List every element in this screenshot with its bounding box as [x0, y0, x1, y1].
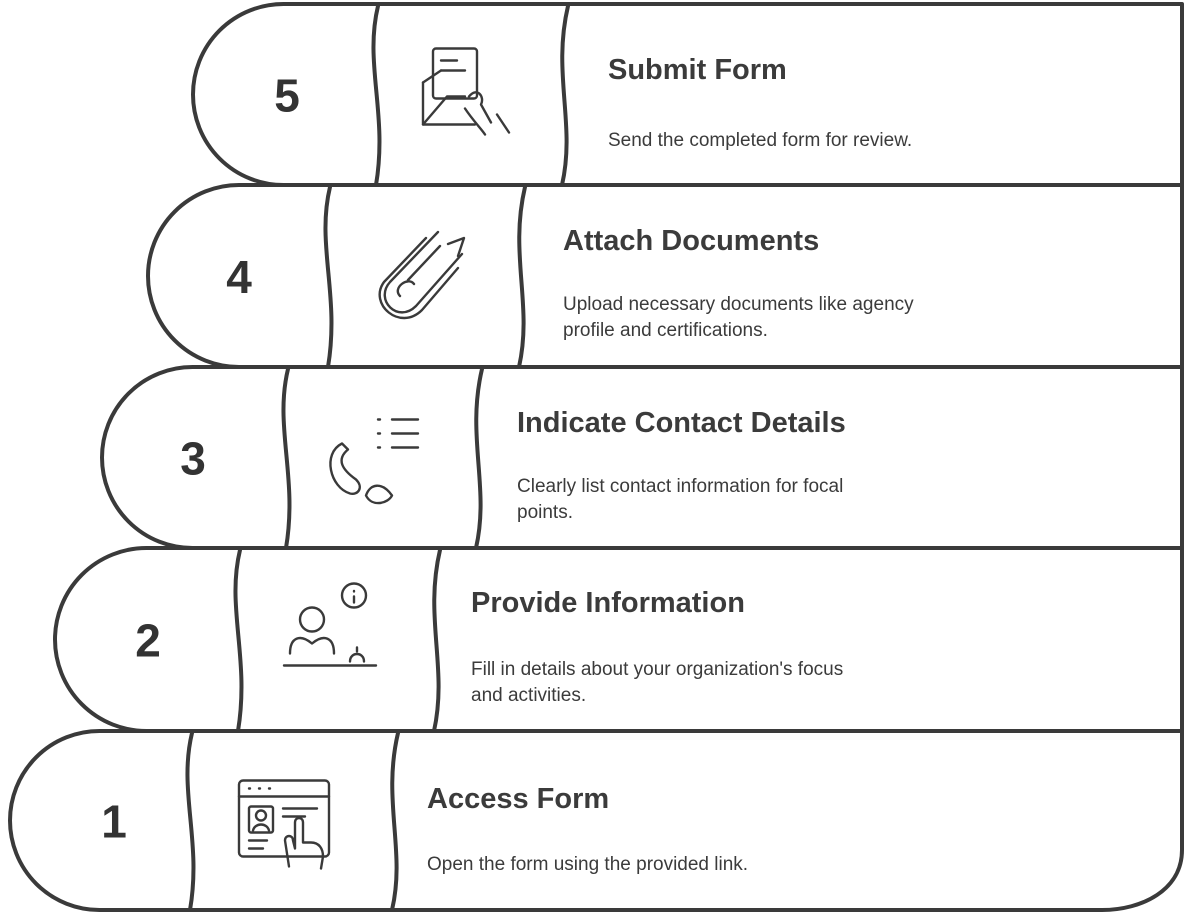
step-description-line: Send the completed form for review.	[608, 130, 912, 151]
browser-profile-click-icon	[237, 779, 331, 870]
step-description-line: Fill in details about your organization'…	[471, 659, 843, 680]
step-title: Submit Form	[608, 54, 787, 86]
step-band-edge	[185, 731, 400, 912]
step-band-edge	[233, 548, 442, 733]
step-title: Indicate Contact Details	[517, 407, 846, 439]
step-number: 2	[135, 615, 161, 667]
step-number: 4	[226, 251, 252, 303]
step-title: Access Form	[427, 783, 609, 815]
step-number: 5	[274, 70, 300, 122]
step-band-edge	[323, 185, 527, 369]
step-row-outline	[8, 729, 1184, 912]
step-row-outline	[191, 2, 1184, 187]
step-row-outline	[53, 546, 1184, 733]
paperclip-icon	[378, 230, 466, 320]
step-number: 1	[101, 796, 127, 848]
step-title: Provide Information	[471, 587, 745, 619]
step-description-line: points.	[517, 502, 573, 523]
person-info-desk-icon	[282, 582, 378, 667]
hand-envelope-icon	[421, 47, 511, 136]
step-description-line: and activities.	[471, 685, 586, 706]
step-description-line: Upload necessary documents like agency	[563, 294, 914, 315]
step-number: 3	[180, 433, 206, 485]
step-band-edge	[371, 4, 570, 187]
step-description-line: Clearly list contact information for foc…	[517, 476, 843, 497]
step-row-outline	[100, 365, 1184, 550]
step-title: Attach Documents	[563, 225, 819, 257]
phone-list-icon	[329, 418, 420, 505]
step-band-edge	[281, 367, 484, 550]
step-description-line: profile and certifications.	[563, 320, 768, 341]
step-description-line: Open the form using the provided link.	[427, 854, 748, 875]
